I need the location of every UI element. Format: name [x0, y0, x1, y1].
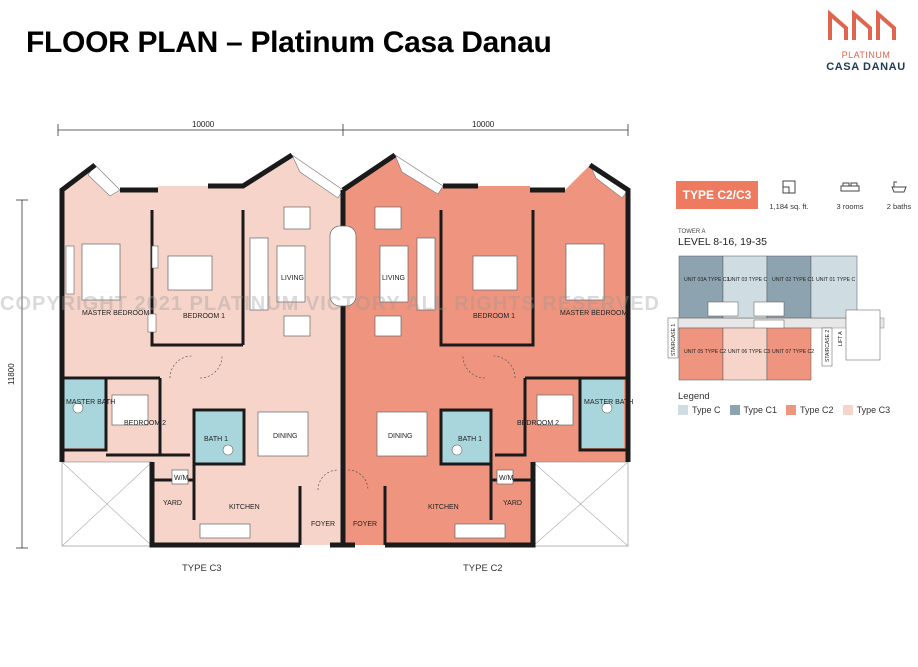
- key-staircase-2: STAIRCASE 2: [825, 330, 831, 362]
- dimension-height: 11800: [7, 363, 16, 385]
- room-bedroom2-left: BEDROOM 2: [124, 420, 166, 427]
- room-yard-left: YARD: [163, 500, 182, 507]
- key-unit-07: [766, 327, 812, 381]
- unit-type-c3: [59, 152, 344, 548]
- room-bath1-right: BATH 1: [458, 436, 482, 443]
- room-bath1-left: BATH 1: [204, 436, 228, 443]
- room-master-bath-right: MASTER BATH: [584, 399, 633, 406]
- room-master-bedroom-left: MASTER BEDROOM: [82, 310, 149, 317]
- room-master-bath-left: MASTER BATH: [66, 399, 115, 406]
- copyright-watermark: COPYRIGHT 2021 PLATINUM VICTORY ALL RIGH…: [0, 293, 660, 315]
- key-unit-05: [678, 327, 724, 381]
- key-unit-labels-bottom: UNIT 05 TYPE C2 UNIT 06 TYPE C3 UNIT 07 …: [684, 349, 814, 355]
- legend-item-type-c2: Type C2: [786, 405, 834, 415]
- room-yard-right: YARD: [503, 500, 522, 507]
- logo-mark-icon: [828, 9, 896, 40]
- floor-area-icon: [782, 180, 796, 194]
- bath1-floor-right: [441, 412, 491, 464]
- key-unit-01: [810, 255, 858, 319]
- legend-swatch: [678, 405, 688, 415]
- legend-label: Type C1: [743, 405, 778, 415]
- legend-item-type-c1: Type C1: [729, 405, 778, 415]
- key-unit-02-label: UNIT 02 TYPE C1: [772, 277, 814, 283]
- spec-area: 1,184 sq. ft.: [759, 180, 819, 211]
- spec-baths-value: 2 baths: [886, 202, 912, 211]
- legend-swatch: [842, 405, 853, 415]
- room-living-left: LIVING: [281, 275, 304, 282]
- unit-type-badge: TYPE C2/C3: [676, 181, 758, 209]
- dimension-width-left: 10000: [192, 120, 215, 129]
- key-unit-labels-top: UNIT 03A TYPE C1 UNIT 03 TYPE C UNIT 02 …: [684, 277, 856, 283]
- dimension-lines: [16, 124, 629, 549]
- spec-area-value: 1,184 sq. ft.: [769, 202, 809, 211]
- caption-type-c3: TYPE C3: [182, 563, 222, 574]
- bathtub-icon: [891, 181, 907, 193]
- room-master-bedroom-right: MASTER BEDROOM: [560, 310, 627, 317]
- room-bedroom1-right: BEDROOM 1: [473, 313, 515, 320]
- room-wm-right: W/M: [499, 475, 514, 482]
- tower-label: TOWER A: [678, 229, 706, 235]
- brand-logo: PLATINUM CASA DANAU: [820, 6, 912, 76]
- room-dining-left: DINING: [273, 433, 298, 440]
- bath1-floor: [194, 412, 244, 464]
- spec-baths: 2 baths: [869, 180, 918, 211]
- key-unit-06-label: UNIT 06 TYPE C3: [728, 349, 770, 355]
- legend-swatch: [729, 405, 740, 415]
- page-title: FLOOR PLAN – Platinum Casa Danau: [26, 26, 552, 59]
- room-kitchen-right: KITCHEN: [428, 504, 459, 511]
- key-unit-01-label: UNIT 01 TYPE C: [816, 277, 856, 283]
- key-unit-05-label: UNIT 05 TYPE C2: [684, 349, 726, 355]
- legend-title: Legend: [678, 391, 710, 402]
- legend-label: Type C2: [800, 405, 834, 415]
- room-bedroom1-left: BEDROOM 1: [183, 313, 225, 320]
- key-unit-03-label: UNIT 03 TYPE C: [728, 277, 768, 283]
- legend: Type C Type C1 Type C2 Type C3: [678, 405, 890, 415]
- master-bath-floor: [64, 380, 106, 448]
- key-unit-07-label: UNIT 07 TYPE C2: [772, 349, 814, 355]
- bed-icon: [840, 182, 860, 192]
- room-wm-left: W/M: [174, 475, 189, 482]
- room-foyer-right: FOYER: [353, 521, 377, 528]
- legend-item-type-c: Type C: [678, 405, 721, 415]
- legend-label: Type C3: [856, 405, 891, 415]
- dimension-width-right: 10000: [472, 120, 495, 129]
- unit-type-c2: [329, 152, 631, 548]
- legend-item-type-c3: Type C3: [842, 405, 891, 415]
- room-kitchen-left: KITCHEN: [229, 504, 260, 511]
- level-label: LEVEL 8-16, 19-35: [678, 236, 767, 248]
- logo-line-2: CASA DANAU: [826, 61, 906, 73]
- key-lift: LIFT A: [838, 331, 844, 346]
- room-foyer-left: FOYER: [311, 521, 335, 528]
- caption-type-c2: TYPE C2: [463, 563, 503, 574]
- key-staircase-1: STAIRCASE 1: [671, 324, 677, 356]
- spec-rooms-value: 3 rooms: [836, 202, 864, 211]
- key-unit-03a-label: UNIT 03A TYPE C1: [684, 277, 729, 283]
- legend-label: Type C: [692, 405, 721, 415]
- logo-line-1: PLATINUM: [841, 50, 891, 60]
- legend-swatch: [786, 405, 797, 415]
- room-bedroom2-right: BEDROOM 2: [517, 420, 559, 427]
- room-living-right: LIVING: [382, 275, 405, 282]
- spec-rooms: 3 rooms: [820, 180, 880, 211]
- master-bath-floor-right: [580, 380, 624, 448]
- room-dining-right: DINING: [388, 433, 413, 440]
